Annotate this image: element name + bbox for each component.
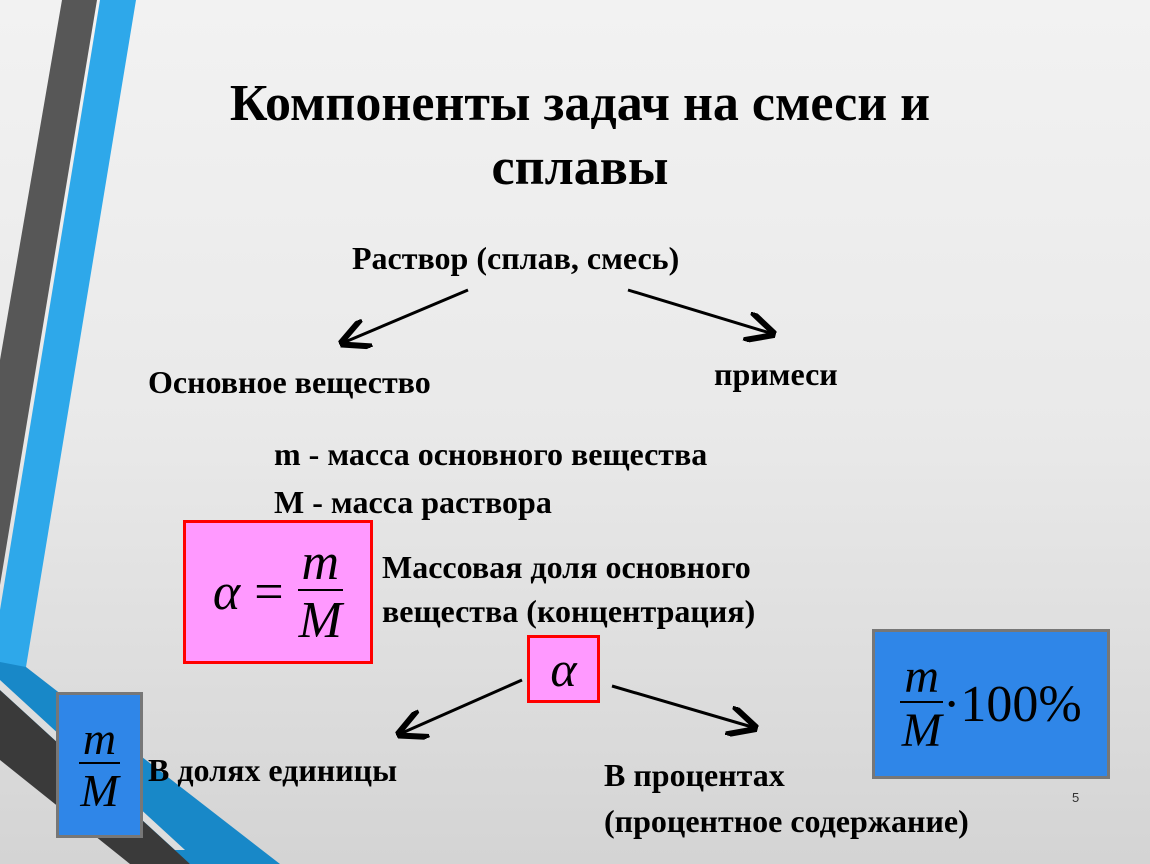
alpha-symbol: α <box>550 641 577 697</box>
arrow-right <box>627 288 770 333</box>
numerator: m <box>78 716 121 764</box>
formula-caption: Массовая доля основного вещества (концен… <box>382 545 755 633</box>
slide-title: Компоненты задач на смеси и сплавы <box>229 75 931 196</box>
percent-label-line-2: (процентное содержание) <box>604 803 969 839</box>
arrow-left <box>345 288 469 342</box>
equals-sign: = <box>254 563 284 621</box>
alpha-symbol: α <box>212 563 241 621</box>
fraction: m M <box>900 653 944 757</box>
fraction-box: m M <box>56 692 143 838</box>
fraction: m M <box>297 537 344 649</box>
fraction: m M <box>78 716 121 816</box>
percent-label: В процентах (процентное содержание) <box>604 752 969 844</box>
page-number: 5 <box>1072 790 1080 805</box>
main-substance-label: Основное вещество <box>148 364 431 400</box>
percent-formula-box: m M ·100% <box>872 629 1110 779</box>
alpha-box: α <box>527 635 600 703</box>
denominator: M <box>80 765 119 816</box>
arrow-alpha-left <box>402 678 523 733</box>
denominator: M <box>901 704 942 757</box>
numerator: m <box>900 653 944 703</box>
percent-label-line-1: В процентах <box>604 757 785 793</box>
definition-M: M - масса раствора <box>274 484 552 520</box>
fraction-label: В долях единицы <box>148 752 398 788</box>
definition-m: m - масса основного вещества <box>274 436 708 472</box>
impurities-label: примеси <box>714 356 838 392</box>
caption-line-1: Массовая доля основного <box>382 549 751 585</box>
times-100-percent: ·100% <box>943 675 1082 733</box>
arrow-alpha-right <box>611 684 752 727</box>
caption-line-2: вещества (концентрация) <box>382 593 756 629</box>
concentration-formula-box: α = m M <box>183 520 373 664</box>
numerator: m <box>297 537 344 591</box>
root-concept: Раствор (сплав, смесь) <box>352 240 680 276</box>
denominator: M <box>298 592 342 649</box>
